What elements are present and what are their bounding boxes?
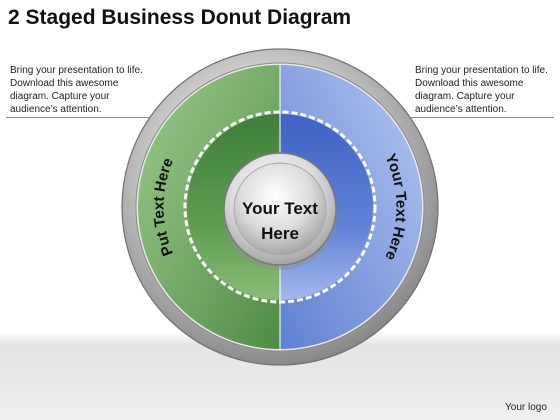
right-description-text: Bring your presentation to life. Downloa… bbox=[415, 65, 548, 115]
right-divider bbox=[404, 117, 554, 118]
page-title: 2 Staged Business Donut Diagram bbox=[8, 6, 352, 29]
logo-text: Your logo bbox=[505, 402, 547, 413]
center-hub-inner bbox=[233, 162, 327, 256]
center-text-line2: Here bbox=[261, 224, 299, 243]
left-divider bbox=[6, 117, 154, 118]
left-description-text: Bring your presentation to life. Downloa… bbox=[10, 65, 143, 115]
center-text-line1: Your Text bbox=[242, 199, 318, 218]
